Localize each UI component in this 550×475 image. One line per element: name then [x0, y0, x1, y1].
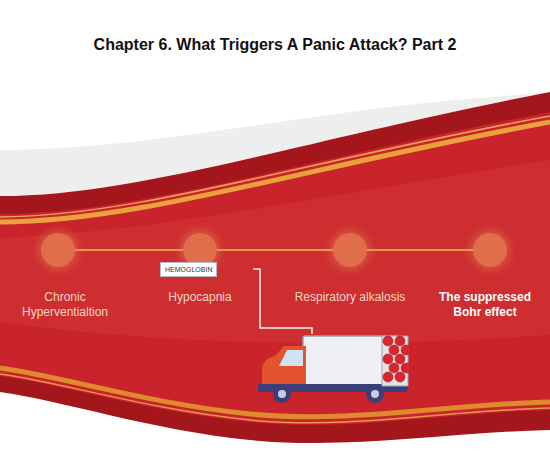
truck-wheel [366, 385, 384, 403]
connector-line [217, 249, 333, 251]
stage-label: Respiratory alkalosis [290, 290, 410, 305]
truck-window [279, 350, 303, 366]
connector-line [367, 249, 473, 251]
diagram-title: Chapter 6. What Triggers A Panic Attack?… [0, 36, 550, 54]
truck-hub [371, 390, 379, 398]
vessel-outer [0, 92, 550, 443]
stage-circle: The suppressed Bohr effect [473, 233, 507, 267]
hemoglobin-cargo [383, 336, 411, 382]
stage-label: Hypocapnia [140, 290, 260, 305]
stage-label: The suppressed Bohr effect [425, 290, 545, 320]
truck-hub [278, 390, 286, 398]
stage-label: Chronic Hyperventialtion [5, 290, 125, 320]
truck-door [382, 336, 408, 386]
vessel-inner [0, 112, 550, 425]
vessel-wall-top-fine [0, 116, 550, 217]
truck [258, 336, 411, 403]
truck-wheel [273, 385, 291, 403]
stage-circle: Chronic Hyperventialtion [41, 233, 75, 267]
vessel-wall-top [0, 122, 550, 222]
connector-line [75, 249, 183, 251]
vessel-glow [0, 160, 550, 343]
callout-label: HEMOGLOBIN [160, 262, 217, 277]
stage-circle: Respiratory alkalosis [333, 233, 367, 267]
